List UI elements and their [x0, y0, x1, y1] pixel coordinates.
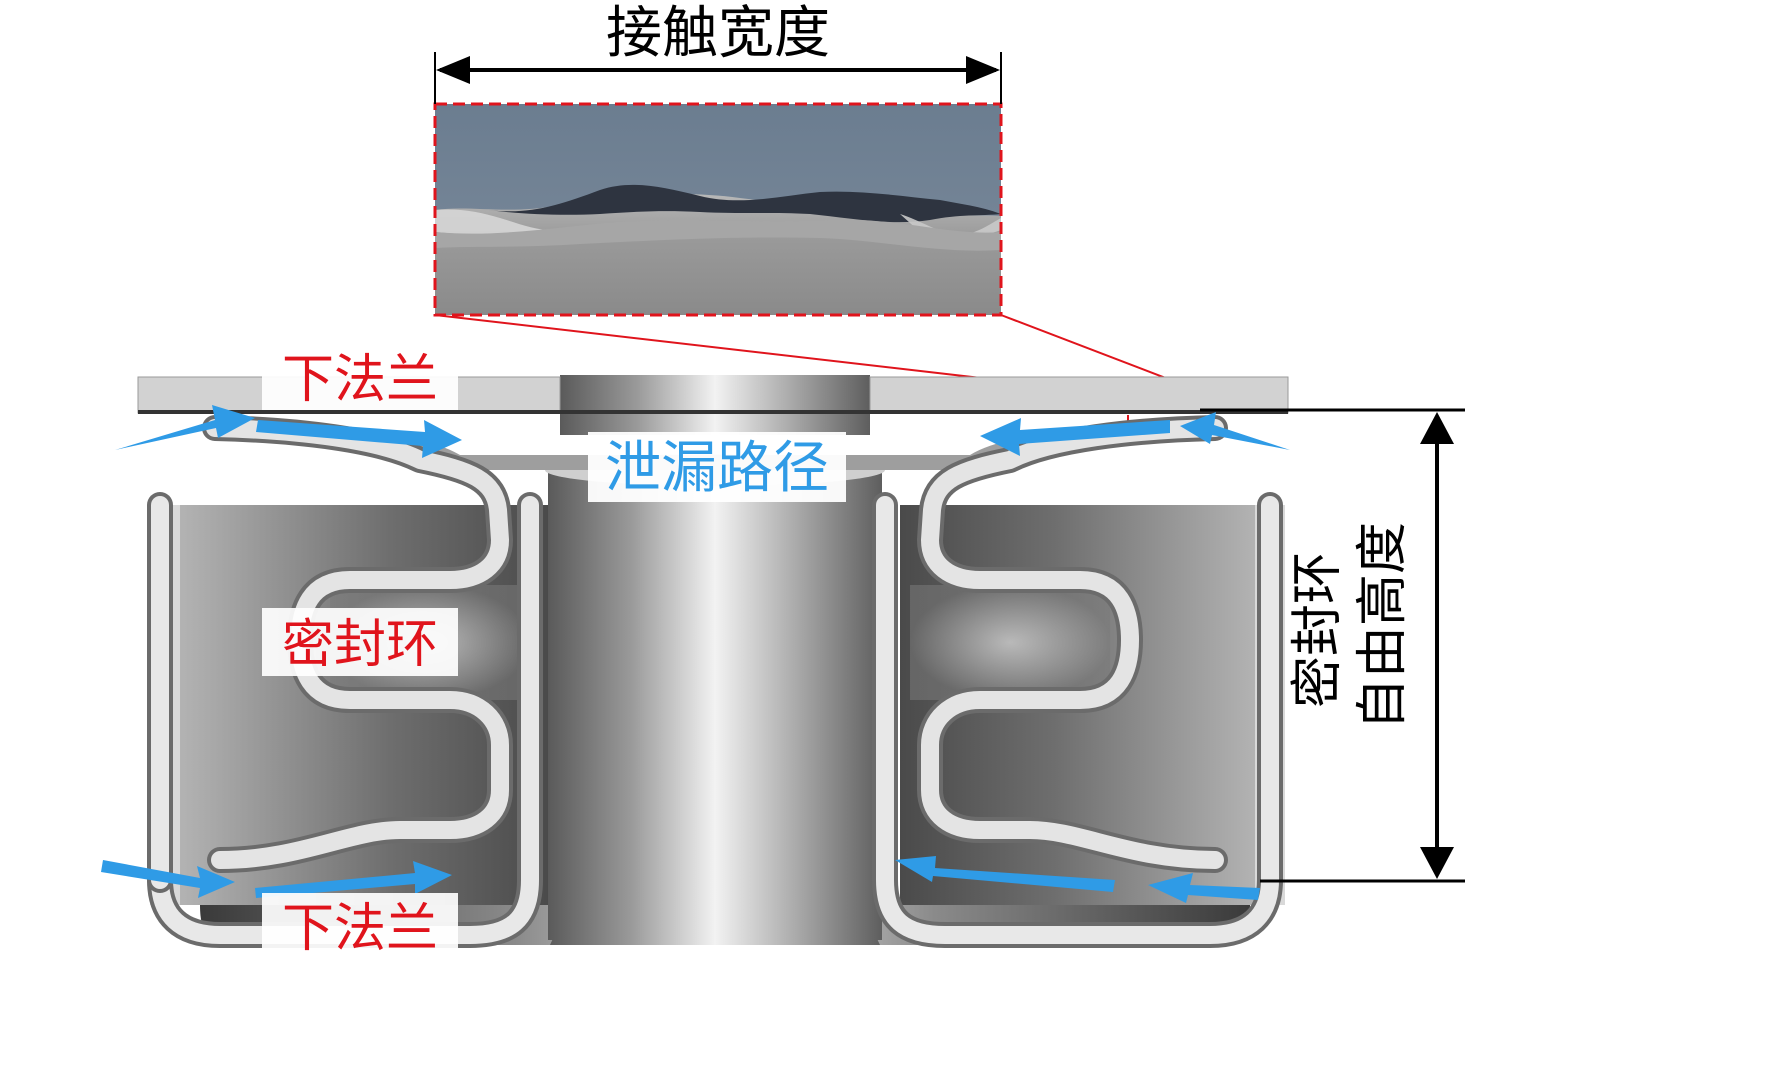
contact-inset — [433, 102, 1003, 317]
leak-path-label: 泄漏路径 — [605, 436, 829, 501]
right-arrow-icon — [966, 56, 1000, 84]
contact-width-label: 接触宽度 — [606, 1, 830, 66]
leak-path-arrows — [101, 405, 1290, 903]
leak-arrow-top-right — [980, 418, 1170, 456]
inner-tube-right — [910, 585, 1110, 700]
label-bg-lower-flange-top — [262, 346, 458, 410]
upper-dish — [215, 420, 1215, 470]
contact-width-dimension — [434, 52, 1002, 104]
free-height-dimension — [1200, 408, 1465, 883]
lower-flange-top-label: 下法兰 — [282, 350, 438, 410]
free-height-label-line2: 自由高度 — [1353, 522, 1413, 730]
leak-arrow-bottom-left — [255, 861, 452, 898]
leak-arrow-top-right-in — [1180, 412, 1290, 450]
leak-arrow-top-left-in — [115, 405, 255, 450]
lower-flange-bottom-label: 下法兰 — [282, 899, 438, 959]
leak-arrow-bottom-right-in — [1148, 873, 1260, 903]
leak-arrow-bottom-right — [895, 856, 1115, 892]
label-bg-seal-ring — [262, 608, 458, 676]
leak-arrow-top-left — [256, 420, 462, 458]
label-bg-lower-flange-bottom — [262, 893, 458, 961]
seal-ring-right — [147, 415, 1283, 948]
leak-arrow-bottom-left-in — [101, 860, 235, 898]
seal-ring-label: 密封环 — [282, 615, 438, 675]
free-height-label-line1: 密封环 — [1288, 552, 1348, 708]
down-arrow-icon — [1420, 847, 1454, 879]
up-arrow-icon — [1420, 412, 1454, 444]
center-column — [545, 375, 885, 945]
label-bg-leak-path — [588, 432, 846, 502]
left-arrow-icon — [436, 56, 470, 84]
